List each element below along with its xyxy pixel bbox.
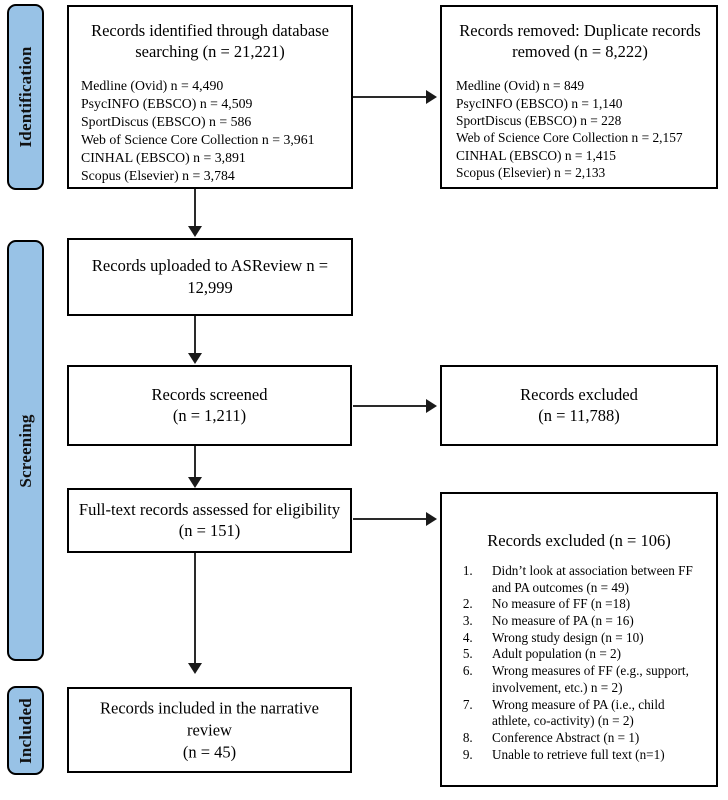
box-duplicate-records-removed: Records removed: Duplicate records remov… [440,5,718,189]
list-item: SportDiscus (EBSCO) n = 228 [456,113,622,129]
box-records-identified-title: Records identified through database sear… [91,21,329,62]
list-item: Web of Science Core Collection n = 3,961 [81,131,315,147]
exclusion-reason-list: Didn’t look at association between FF an… [442,563,716,763]
box-records-included-line1: Records included in the narrative [99,698,319,718]
connector-screened-to-fulltext [194,446,196,479]
list-item: Didn’t look at association between FF an… [476,563,706,596]
box-records-screened: Records screened (n = 1,211) [67,365,352,446]
box-records-identified: Records identified through database sear… [67,5,353,189]
list-item: No measure of PA (n = 16) [476,613,706,630]
box-records-included-line3: (n = 45) [182,741,237,761]
list-item: SportDiscus (EBSCO) n = 586 [81,114,252,130]
list-item: Wrong measures of FF (e.g., support, inv… [476,663,706,696]
list-item: Web of Science Core Collection n = 2,157 [456,130,683,146]
box-records-excluded-screening: Records excluded (n = 11,788) [440,365,718,446]
list-item: Medline (Ovid) n = 849 [456,78,585,94]
box-records-identified-content: Records identified through database sear… [69,7,351,187]
box-duplicate-records-removed-content: Records removed: Duplicate records remov… [442,7,716,187]
box-records-screened-text: Records screened (n = 1,211) [69,384,350,428]
phase-bar-included: Included [7,686,44,775]
box-records-included-text: Records included in the narrative review… [69,697,350,762]
list-item: Wrong study design (n = 10) [476,630,706,647]
list-item: Scopus (Elsevier) n = 3,784 [81,167,235,183]
connector-identified-to-duplicates [353,96,426,98]
box-records-included-line2: review [187,720,232,740]
phase-bar-identification: Identification [7,4,44,190]
box-fulltext-assessed: Full-text records assessed for eligibili… [67,488,352,553]
box-records-excluded-screening-line2: (n = 11,788) [538,406,620,426]
phase-bar-screening: Screening [7,240,44,661]
connector-fulltext-to-included [194,553,196,664]
phase-label-identification: Identification [15,46,35,148]
duplicate-source-list: Medline (Ovid) n = 849 PsycINFO (EBSCO) … [456,77,704,182]
list-item: Unable to retrieve full text (n=1) [476,747,706,764]
phase-label-screening: Screening [15,413,35,488]
list-item: PsycINFO (EBSCO) n = 4,509 [81,96,253,112]
list-item: Conference Abstract (n = 1) [476,730,706,747]
box-records-excluded-fulltext: Records excluded (n = 106) Didn’t look a… [440,492,718,787]
list-item: No measure of FF (n =18) [476,596,706,613]
list-item: CINHAL (EBSCO) n = 1,415 [456,147,616,163]
box-records-excluded-fulltext-heading: Records excluded (n = 106) [487,531,671,550]
box-records-uploaded: Records uploaded to ASReview n = 12,999 [67,238,353,316]
phase-label-included: Included [15,697,35,764]
box-records-screened-line2: (n = 1,211) [172,406,247,426]
arrowhead-fulltext-to-included [188,663,202,674]
list-item: Scopus (Elsevier) n = 2,133 [456,165,606,181]
list-item: Medline (Ovid) n = 4,490 [81,78,224,94]
connector-identified-to-uploaded [194,189,196,227]
list-item: Adult population (n = 2) [476,646,706,663]
box-records-uploaded-text: Records uploaded to ASReview n = 12,999 [91,256,329,297]
arrowhead-uploaded-to-screened [188,353,202,364]
list-item: Wrong measure of PA (i.e., child athlete… [476,697,706,730]
list-item: PsycINFO (EBSCO) n = 1,140 [456,95,623,111]
connector-fulltext-to-excluded [353,518,426,520]
box-records-excluded-screening-text: Records excluded (n = 11,788) [442,384,716,428]
box-duplicate-records-removed-title: Records removed: Duplicate records remov… [459,21,701,62]
box-records-included: Records included in the narrative review… [67,687,352,773]
box-records-excluded-screening-line1: Records excluded [520,384,638,404]
list-item: CINHAL (EBSCO) n = 3,891 [81,149,246,165]
arrowhead-identified-to-duplicates [426,90,437,104]
arrowhead-fulltext-to-excluded [426,512,437,526]
arrowhead-screened-to-excluded [426,399,437,413]
box-fulltext-assessed-text: Full-text records assessed for eligibili… [78,499,341,541]
database-source-list: Medline (Ovid) n = 4,490 PsycINFO (EBSCO… [81,77,339,185]
box-records-screened-line1: Records screened [151,384,268,404]
connector-uploaded-to-screened [194,316,196,354]
connector-screened-to-excluded [353,405,426,407]
arrowhead-identified-to-uploaded [188,226,202,237]
arrowhead-screened-to-fulltext [188,477,202,488]
